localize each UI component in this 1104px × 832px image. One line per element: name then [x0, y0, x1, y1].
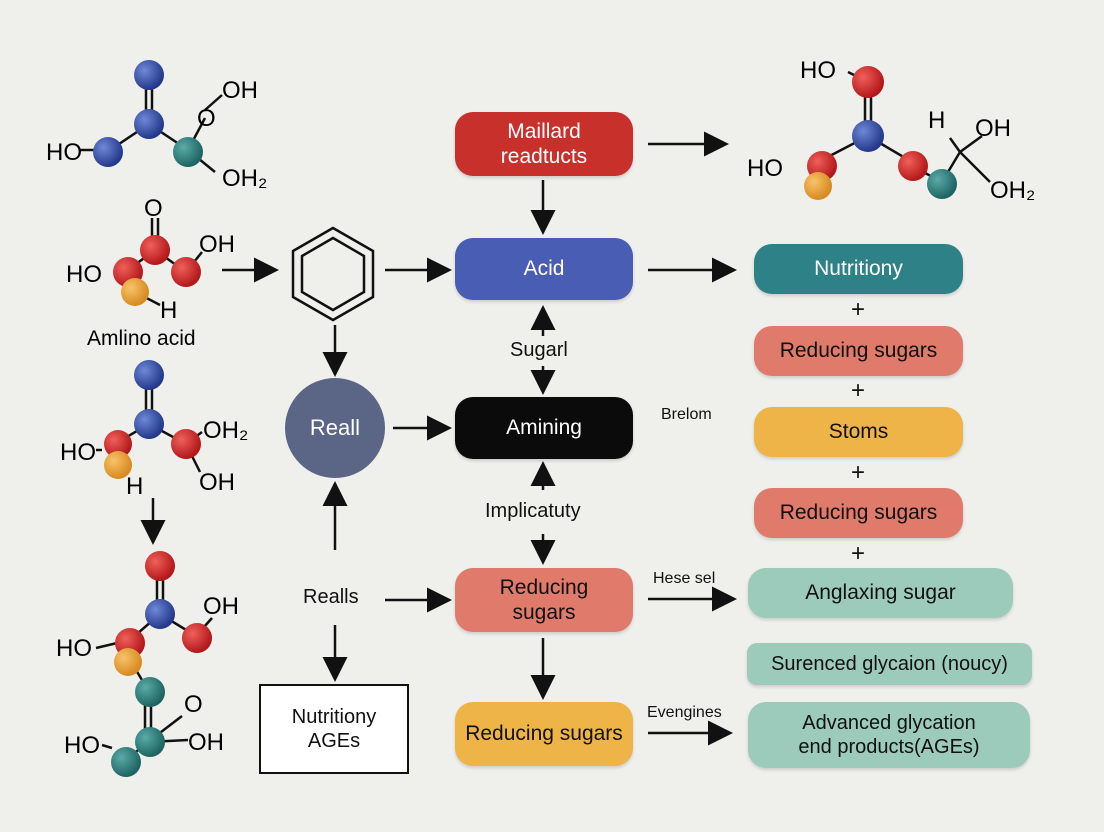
stoms-box: Stoms [754, 407, 963, 457]
m2-ho-label: HO [66, 261, 102, 288]
arrows [222, 131, 737, 746]
m3-ho-label: HO [60, 439, 96, 466]
brelom-label: Brelom [661, 406, 712, 423]
m6-h-label: H [928, 107, 945, 134]
molecule-1-atoms [93, 60, 203, 167]
advanced-glycation-box: Advanced glycation end products(AGEs) [748, 702, 1030, 768]
m2-oh-label: OH [199, 231, 235, 258]
m3-oh2-label: OH₂ [203, 417, 248, 444]
reall-circle-label: Reall [309, 414, 361, 440]
plus-4: + [850, 540, 865, 567]
evengines-label: Evengines [647, 704, 722, 721]
amining-box: Amining [455, 397, 633, 459]
m1-oh2-label: OH₂ [222, 165, 267, 192]
plus-3: + [850, 459, 865, 486]
m3-oh-label: OH [199, 469, 235, 496]
plus-1: + [850, 296, 865, 323]
acid-box: Acid [455, 238, 633, 300]
maillard-readtucts-box: Maillard readtucts [455, 112, 633, 176]
amino-acid-caption: Amlino acid [87, 327, 196, 350]
sugarl-label: Sugarl [510, 339, 568, 361]
m1-oh-top-label: OH [222, 77, 258, 104]
reall-circle [285, 378, 385, 478]
m3-h-label: H [126, 473, 143, 500]
m2-o-top-label: O [144, 195, 163, 222]
reducing-sugars-box-right-1: Reducing sugars [754, 326, 963, 376]
molecule-3-atoms [104, 360, 201, 479]
m6-ho-label: HO [747, 155, 783, 182]
plus-2: + [850, 377, 865, 404]
molecule-4-atoms [111, 551, 212, 777]
benzene-ring-icon [291, 226, 375, 322]
molecule-6-atoms [804, 66, 957, 200]
m1-o-label: O [197, 105, 216, 132]
m1-ho-label: HO [46, 139, 82, 166]
reducing-sugars-box-center: Reducing sugars [455, 568, 633, 632]
m5-oh-label: OH [188, 729, 224, 756]
nutritiony-box: Nutritiony [754, 244, 963, 294]
reducing-sugars-box-yellow: Reducing sugars [455, 702, 633, 766]
m4-ho-label: HO [56, 635, 92, 662]
surenced-glycaion-box: Surenced glycaion (noucy) [747, 643, 1032, 685]
nutritiony-ages-box [259, 684, 409, 774]
molecule-2-atoms [113, 235, 201, 306]
m6-oh2-label: OH₂ [990, 177, 1035, 204]
m6-ho-top-label: HO [800, 57, 836, 84]
implicatuty-label: Implicatuty [485, 500, 581, 522]
reducing-sugars-box-right-2: Reducing sugars [754, 488, 963, 538]
m6-oh-label: OH [975, 115, 1011, 142]
realls-label: Realls [303, 586, 359, 608]
m2-h-label: H [160, 297, 177, 324]
m4-oh-label: OH [203, 593, 239, 620]
nutritiony-ages-label: Nutritiony AGEs [291, 706, 377, 752]
hese-sel-label: Hese sel [653, 570, 716, 587]
m5-ho-label: HO [64, 732, 100, 759]
anglaxing-sugar-box: Anglaxing sugar [748, 568, 1013, 618]
m5-o-label: O [184, 691, 203, 718]
